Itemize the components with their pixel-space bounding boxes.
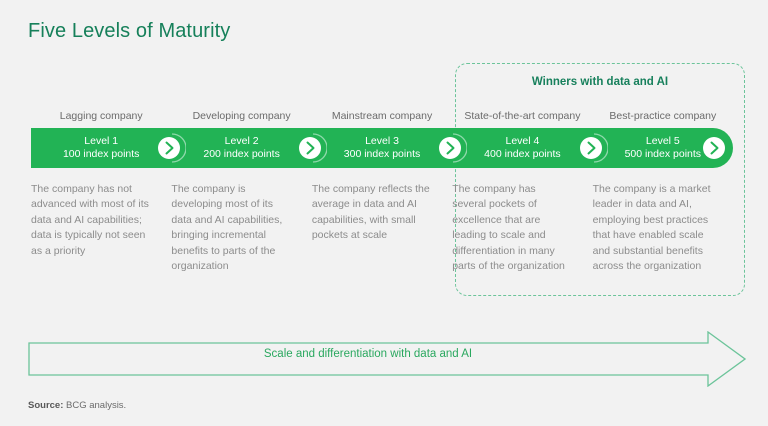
source-note: Source: BCG analysis.	[28, 400, 126, 411]
scale-arrow-label: Scale and differentiation with data and …	[263, 348, 473, 360]
maturity-bar: Level 1 100 index points Level 2 200 ind…	[31, 128, 733, 168]
right-arrow-outline-icon	[28, 331, 746, 387]
maturity-segment-level-5[interactable]: Level 5 500 index points	[593, 128, 733, 168]
winners-highlight-label: Winners with data and AI	[531, 76, 669, 88]
scale-arrow-banner	[28, 331, 746, 387]
description-level-4: The company has several pockets of excel…	[452, 183, 565, 273]
segment-level-label: Level 4	[505, 135, 540, 147]
chevron-right-icon	[703, 137, 726, 159]
description-row: The company has not advanced with most o…	[31, 182, 733, 274]
column-header-developing: Developing company	[192, 110, 291, 122]
source-text: BCG analysis.	[63, 400, 127, 411]
column-header-mainstream: Mainstream company	[331, 110, 433, 122]
maturity-segment-level-3[interactable]: Level 3 300 index points	[312, 128, 468, 168]
description-level-5: The company is a market leader in data a…	[592, 183, 711, 273]
column-header-row: Lagging company Developing company Mains…	[31, 110, 733, 122]
description-level-1: The company has not advanced with most o…	[31, 183, 149, 257]
segment-points-label: 100 index points	[62, 148, 140, 160]
segment-level-label: Level 3	[365, 135, 399, 147]
source-prefix: Source:	[28, 400, 64, 411]
maturity-segment-level-4[interactable]: Level 4 400 index points	[452, 128, 608, 168]
segment-points-label: 300 index points	[343, 148, 421, 160]
segment-points-label: 500 index points	[624, 148, 702, 160]
description-level-2: The company is developing most of its da…	[171, 183, 283, 273]
segment-points-label: 400 index points	[484, 148, 561, 160]
segment-points-label: 200 index points	[203, 148, 280, 160]
page-title: Five Levels of Maturity	[28, 20, 231, 42]
segment-level-label: Level 5	[645, 135, 680, 147]
description-level-3: The company reflects the average in data…	[311, 183, 430, 242]
winners-highlight-box	[455, 63, 745, 296]
column-header-lagging: Lagging company	[59, 110, 143, 122]
maturity-segment-level-1[interactable]: Level 1 100 index points	[31, 128, 187, 168]
segment-level-label: Level 2	[224, 135, 259, 147]
column-header-state-of-the-art: State-of-the-art company	[464, 110, 581, 122]
maturity-segment-level-2[interactable]: Level 2 200 index points	[171, 128, 327, 168]
segment-level-label: Level 1	[84, 135, 119, 147]
column-header-best-practice: Best-practice company	[609, 110, 717, 122]
